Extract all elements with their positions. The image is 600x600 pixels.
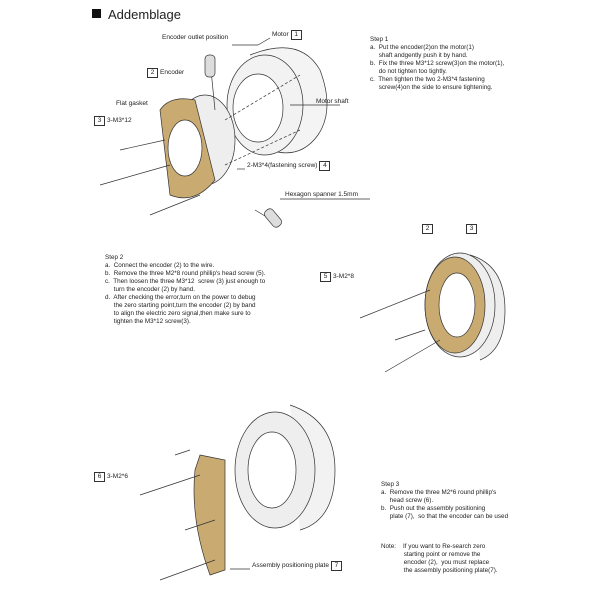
part-number-5: 5: [320, 272, 331, 282]
encoder-drawing-2: [359, 252, 506, 373]
step1-line: c. Then tighten the two 2-M3*4 fastening: [370, 76, 485, 83]
note-line: the assembly positioning plate(7).: [381, 567, 498, 574]
encoder-outlet-label: Encoder outlet position: [162, 34, 229, 41]
note-line: Note: If you want to Re-search zero: [381, 543, 486, 550]
screw-6-text: 3-M2*6: [107, 473, 128, 480]
part-number-7: 7: [330, 561, 342, 571]
fastening-screw-label: 2-M3*4(fastening screw)4: [247, 161, 332, 171]
step2-line: turn the encoder (2) by hand.: [105, 286, 195, 293]
motor-text: Motor: [272, 31, 289, 38]
part-number-3b: 3: [464, 224, 479, 234]
step2-heading: Step 2: [105, 254, 124, 261]
step1-heading: Step 1: [370, 36, 389, 43]
step2-line: b. Remove the three M2*8 round phillip's…: [105, 270, 266, 277]
part-number-6: 6: [94, 472, 105, 482]
note-line: encoder (2), you must replace: [381, 559, 490, 566]
part-number-box: 3: [466, 224, 477, 234]
part-number-box: 2: [422, 224, 433, 234]
step2-line: a. Connect the encoder (2) to the wire.: [105, 262, 215, 269]
step2-line: c. Then loosen the three M3*12 screw (3)…: [105, 278, 266, 285]
step2-line: d. After checking the error,turn on the …: [105, 294, 256, 301]
motor-shaft-label: Motor shaft: [316, 98, 349, 105]
step1-line: b. Fix the three M3*12 screw(3)on the mo…: [370, 60, 505, 67]
step3-line: a. Remove the three M2*6 round phillip's: [381, 489, 497, 496]
step2-body: a. Connect the encoder (2) to the wire.b…: [105, 262, 265, 326]
step3-body: a. Remove the three M2*6 round phillip's…: [381, 489, 508, 521]
flat-gasket-label: Flat gasket: [116, 100, 148, 107]
step3-heading: Step 3: [381, 481, 400, 488]
hexagon-spanner-label: Hexagon spanner 1.5mm: [285, 191, 358, 198]
note-line: starting point or remove the: [381, 551, 481, 558]
step1-body: a. Put the encoder(2)on the motor(1) sha…: [370, 44, 504, 92]
step1-line: a. Put the encoder(2)on the motor(1): [370, 44, 474, 51]
screw-5-text: 3-M2*8: [333, 273, 354, 280]
step2-line: tighten the M3*12 screw(3).: [105, 318, 191, 325]
plate-text: Assembly positioning plate: [252, 562, 329, 569]
fastening-text: 2-M3*4(fastening screw): [247, 162, 318, 169]
step3-line: b. Push out the assembly positioning: [381, 505, 486, 512]
step3-line: head screw (6).: [381, 497, 434, 504]
motor-drawing-1: [226, 47, 328, 156]
step1-line: shaft andgently push it by hand.: [370, 52, 468, 59]
part-number-2: 2: [147, 68, 158, 78]
encoder-drawing-1: [99, 54, 301, 228]
step2-line: the zero starting point,turn the encoder…: [105, 302, 256, 309]
part-number-3: 3: [94, 116, 105, 126]
page-title: Addemblage: [108, 7, 181, 22]
bullet-square-icon: [92, 9, 101, 18]
screw-3-text: 3-M3*12: [107, 117, 132, 124]
step1-line: screw(4)on the side to ensure tightening…: [370, 84, 493, 91]
part-number-1: 1: [290, 30, 302, 40]
part-number-2b: 2: [420, 224, 435, 234]
encoder-drawing-3: [139, 404, 336, 581]
encoder-text: Encoder: [160, 69, 185, 76]
part-number-4: 4: [319, 161, 331, 171]
note-body: Note: If you want to Re-search zero star…: [381, 543, 498, 575]
step2-line: to align the electric zero signal,then m…: [105, 310, 251, 317]
step1-line: do not tighten too tightly.: [370, 68, 447, 75]
step3-line: plate (7), so that the encoder can be us…: [381, 513, 509, 520]
